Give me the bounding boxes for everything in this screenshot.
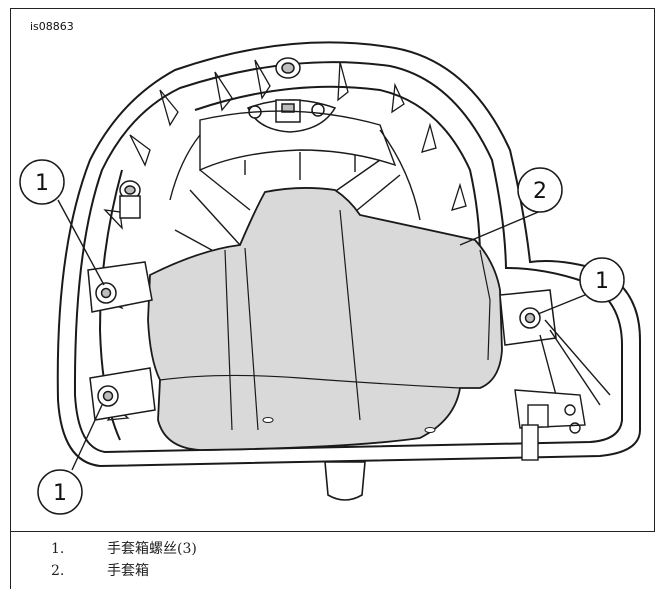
mounting-bosses — [119, 57, 301, 219]
legend-number: 2. — [51, 563, 65, 579]
callout-label: 2 — [533, 179, 547, 204]
glovebox — [147, 187, 503, 451]
latch-mechanism — [514, 319, 611, 461]
legend-item: 1. 手套箱螺丝(3) — [51, 538, 197, 558]
legend: 1. 手套箱螺丝(3) 2. 手套箱 — [10, 532, 655, 589]
callout-marker-1: 1 — [19, 159, 65, 205]
glovebox-screw — [95, 282, 541, 407]
callout-label: 1 — [53, 481, 67, 506]
rim-ribs — [98, 59, 467, 421]
callout-marker-1: 1 — [37, 469, 83, 515]
callout-marker-1: 1 — [579, 257, 625, 303]
figure-id: is08863 — [30, 20, 74, 33]
legend-item: 2. 手套箱 — [51, 560, 149, 580]
legend-number: 1. — [51, 541, 65, 557]
callout-label: 1 — [35, 171, 49, 196]
callout-marker-2: 2 — [517, 167, 563, 213]
callout-label: 1 — [595, 269, 609, 294]
connector — [246, 99, 337, 133]
bottom-knob — [324, 461, 366, 501]
legend-text: 手套箱螺丝(3) — [107, 541, 197, 557]
legend-text: 手套箱 — [107, 563, 149, 579]
